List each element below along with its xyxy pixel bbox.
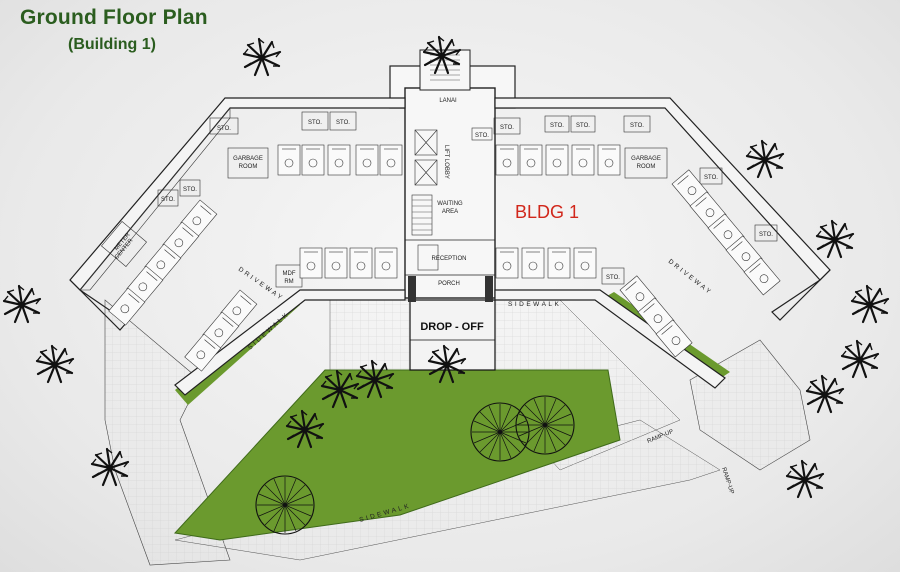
mdf-room-label-1: MDF	[283, 271, 296, 277]
reception-label: RECEPTION	[431, 256, 466, 262]
sto-label-right-2: STO.	[550, 123, 564, 129]
sto-label-left-1: STO.	[217, 126, 231, 132]
building-label: BLDG 1	[515, 202, 579, 222]
ramp-up-label-right: RAMP-UP	[720, 467, 734, 495]
sto-label-right-1: STO.	[500, 125, 514, 131]
waiting-area-label-1: WAITING	[437, 201, 463, 207]
page-title: Ground Floor Plan	[20, 6, 208, 29]
driveway-label-right: DRIVEWAY	[667, 258, 714, 297]
sto-label-left-3: STO.	[336, 120, 350, 126]
sto-label-right-5: STO.	[704, 175, 718, 181]
lift-lobby-label: LIFT LOBBY	[443, 145, 449, 179]
mdf-room-label-2: RM	[284, 279, 293, 285]
sidewalk-label-top: SIDEWALK	[508, 301, 561, 308]
sto-label-left-4: STO.	[161, 197, 175, 203]
garbage-room-right-label-1: GARBAGE	[631, 156, 661, 162]
garbage-room-left-label-1: GARBAGE	[233, 156, 263, 162]
sto-label-left-2: STO.	[308, 120, 322, 126]
sto-label-right-7: STO.	[606, 275, 620, 281]
drop-off-label: DROP - OFF	[420, 321, 484, 333]
sto-label-right-3: STO.	[576, 123, 590, 129]
sto-label-right-4: STO.	[630, 123, 644, 129]
central-lawn	[173, 369, 621, 541]
garbage-room-left-label-2: ROOM	[239, 164, 258, 170]
central-core: LANAI LIFT LOBBY WAITING AREA RECEPTION …	[389, 49, 516, 302]
sto-label-left-5: STO.	[183, 187, 197, 193]
garbage-room-right-label-2: ROOM	[637, 164, 656, 170]
sto-label-core: STO.	[475, 133, 489, 139]
sto-label-right-6: STO.	[759, 232, 773, 238]
drop-off-zone	[409, 299, 496, 371]
waiting-area-label-2: AREA	[442, 209, 458, 215]
porch-label: PORCH	[438, 281, 460, 287]
page-subtitle: (Building 1)	[68, 36, 156, 53]
lanai-label: LANAI	[439, 98, 457, 104]
